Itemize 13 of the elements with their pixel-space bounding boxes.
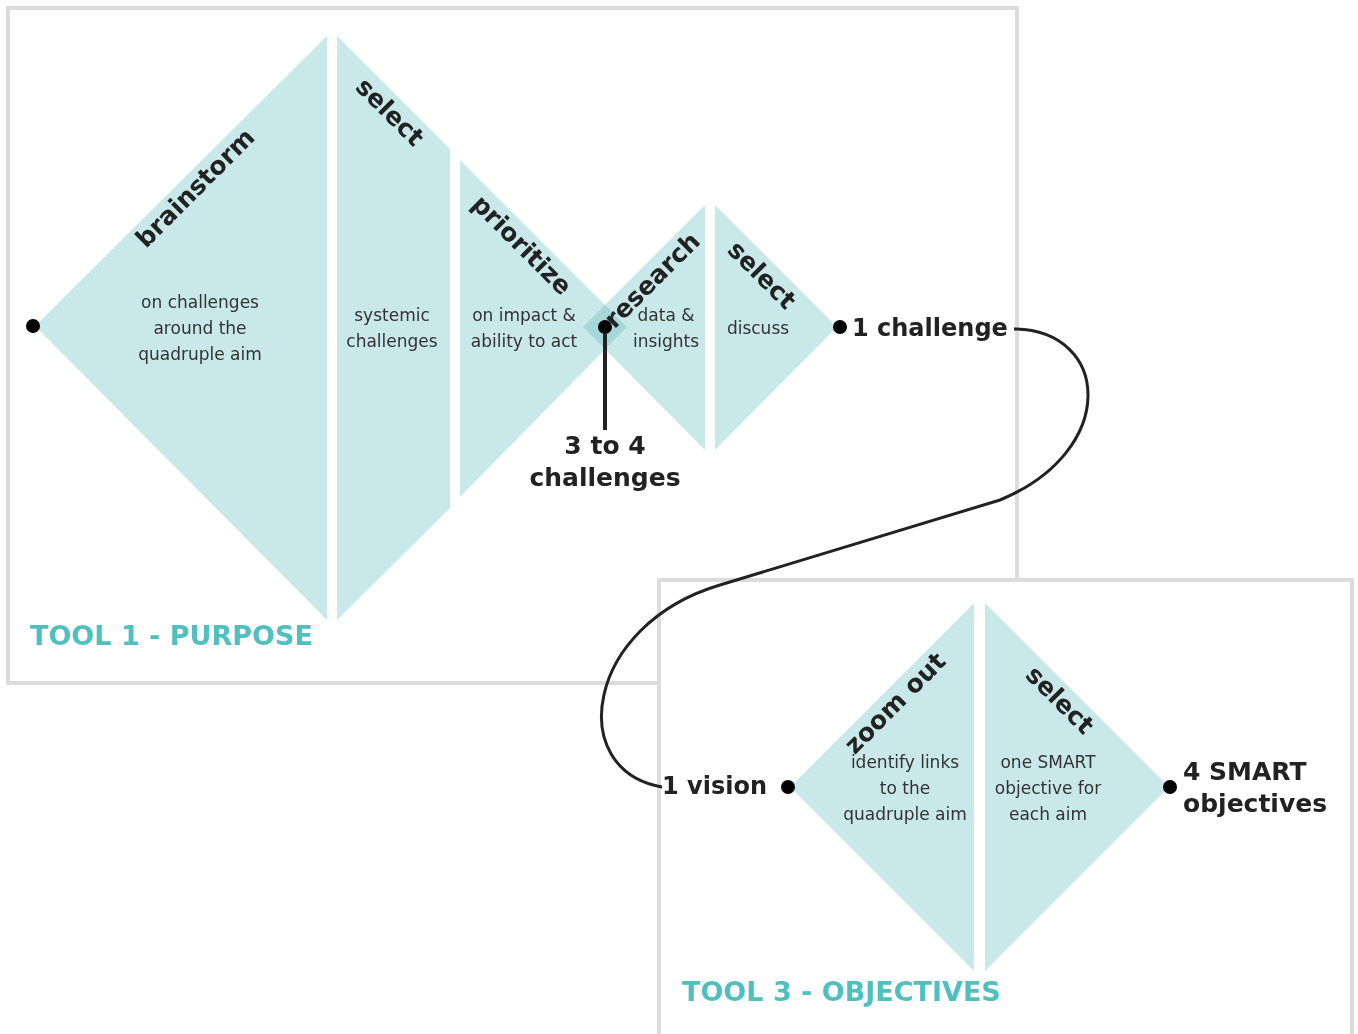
point-label: 1 vision	[662, 770, 778, 804]
point-label: 1 challenge	[852, 312, 1014, 346]
tool-title: TOOL 1 - PURPOSE	[30, 620, 313, 651]
panel-frame	[657, 578, 1354, 1034]
point-label: 4 SMART objectives	[1183, 756, 1343, 822]
connector-curve	[600, 327, 1090, 789]
stage-description: on impact & ability to act	[469, 304, 579, 353]
stage-description: one SMART objective for each aim	[993, 751, 1103, 826]
stage-description: discuss	[725, 317, 791, 340]
stage-description: on challenges around the quadruple aim	[137, 291, 263, 366]
stage-description: systemic challenges	[345, 304, 439, 353]
tool-title: TOOL 3 - OBJECTIVES	[682, 976, 1001, 1007]
point-label: 3 to 4 challenges	[525, 430, 685, 500]
